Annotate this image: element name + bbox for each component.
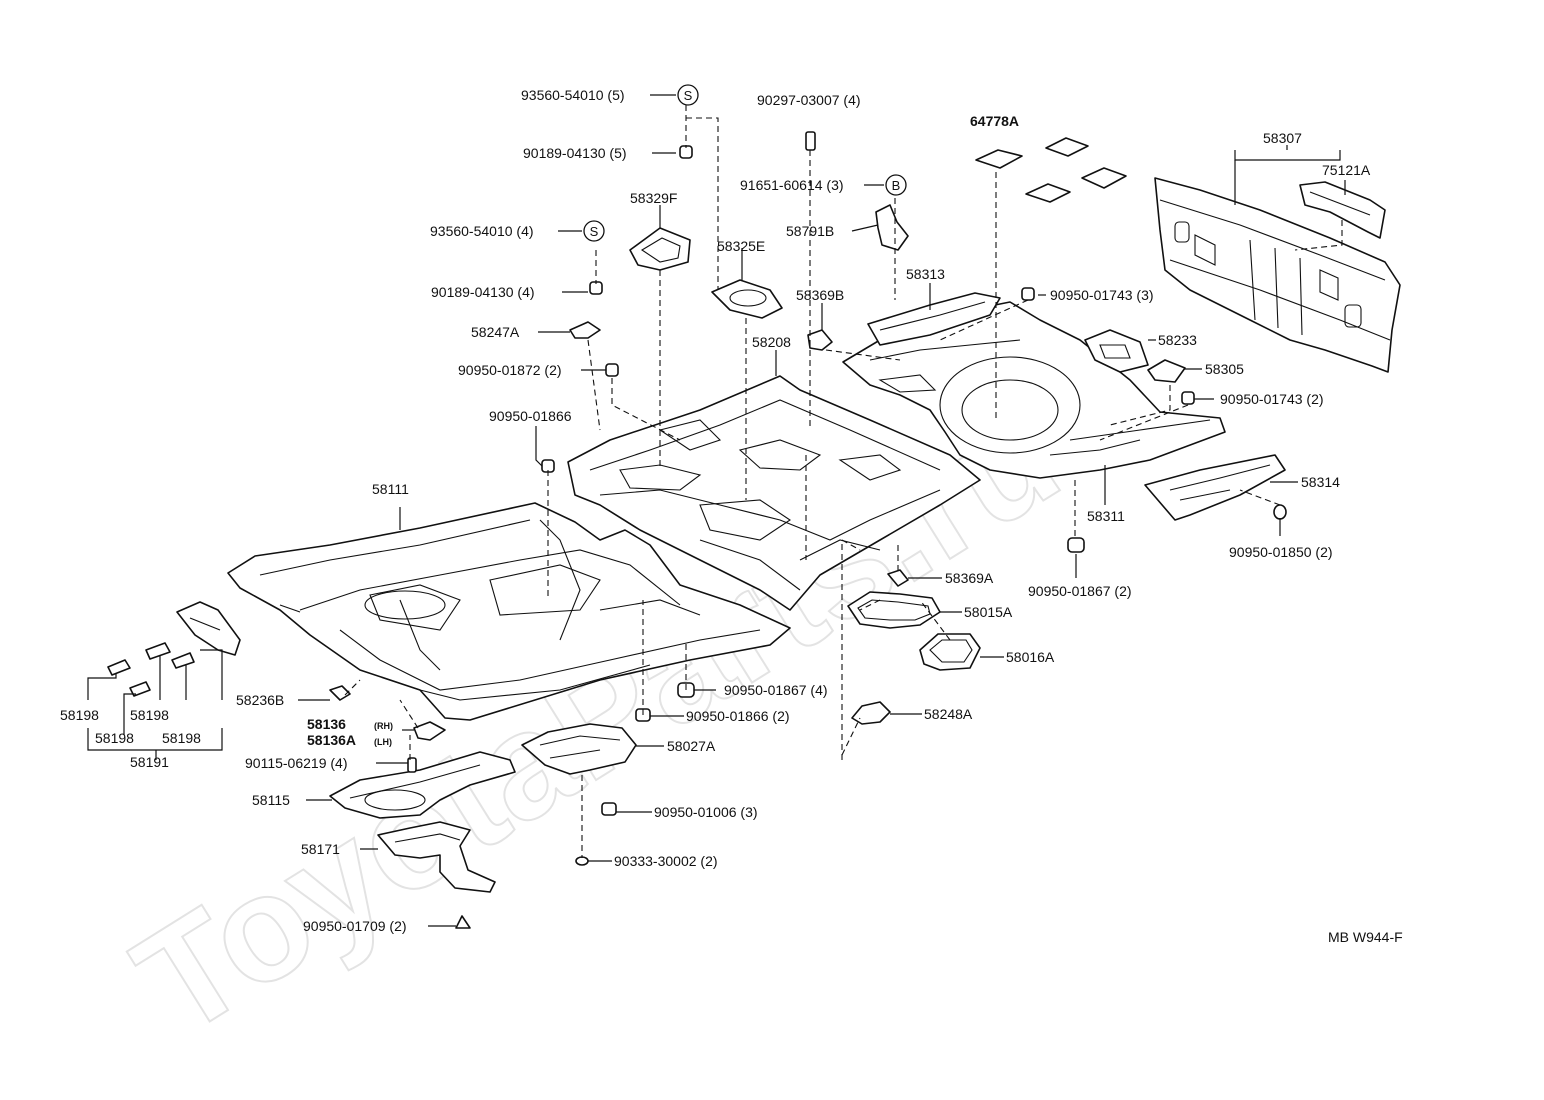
label-90950-01743-2[interactable]: 90950-01743 (2) [1220, 391, 1324, 407]
label-90189-04130-4[interactable]: 90189-04130 (4) [431, 284, 535, 300]
label-90950-01006[interactable]: 90950-01006 (3) [654, 804, 758, 820]
label-90189-04130-5[interactable]: 90189-04130 (5) [523, 145, 627, 161]
label-93560-54010-5[interactable]: 93560-54010 (5) [521, 87, 625, 103]
bracket-58136 [413, 721, 446, 741]
part-58027A [521, 723, 637, 775]
part-58233 [1084, 329, 1149, 373]
label-58136A[interactable]: 58136A [307, 732, 356, 748]
part-58314 [1144, 454, 1286, 521]
label-58208[interactable]: 58208 [752, 334, 791, 350]
label-58247A[interactable]: 58247A [471, 324, 520, 340]
label-58198-c[interactable]: 58198 [95, 730, 134, 746]
label-90297-03007[interactable]: 90297-03007 (4) [757, 92, 861, 108]
label-58369A[interactable]: 58369A [945, 570, 994, 586]
plate-58016A [919, 633, 981, 671]
circle-marker-s-mid: S [583, 220, 605, 242]
label-90950-01866-2[interactable]: 90950-01866 (2) [686, 708, 790, 724]
label-58015A[interactable]: 58015A [964, 604, 1013, 620]
plugs-58198 [107, 642, 195, 697]
label-90950-01866[interactable]: 90950-01866 [489, 408, 572, 424]
label-58313[interactable]: 58313 [906, 266, 945, 282]
leader-lines [87, 94, 1346, 927]
bracket-58236B [329, 685, 351, 701]
reinforcement-58313 [867, 292, 1001, 346]
label-58198-b[interactable]: 58198 [130, 707, 169, 723]
circle-marker-b: B [885, 174, 907, 196]
label-58311[interactable]: 58311 [1087, 508, 1125, 524]
circle-marker-s-top: S [677, 84, 699, 106]
label-58791B[interactable]: 58791B [786, 223, 834, 239]
label-91651-60614[interactable]: 91651-60614 (3) [740, 177, 844, 193]
rear-panel-58307 [1154, 177, 1401, 373]
label-58325E[interactable]: 58325E [717, 238, 765, 254]
brace-58171 [377, 821, 496, 893]
cover-58325E [711, 279, 783, 319]
pads-64778A [975, 137, 1127, 203]
svg-text:B: B [892, 178, 901, 193]
label-58236B[interactable]: 58236B [236, 692, 284, 708]
bracket-58247A [569, 321, 601, 339]
bracket-58791B [875, 204, 909, 251]
part-58305 [1147, 359, 1186, 383]
label-58248A[interactable]: 58248A [924, 706, 973, 722]
bracket-58369B [807, 329, 833, 351]
label-90950-01850[interactable]: 90950-01850 (2) [1229, 544, 1333, 560]
bracket-75121A [1299, 181, 1386, 239]
label-58111[interactable]: 58111 [372, 481, 409, 497]
rear-floor-pan-58208 [567, 375, 981, 611]
label-58314[interactable]: 58314 [1301, 474, 1340, 490]
label-90950-01867-4[interactable]: 90950-01867 (4) [724, 682, 828, 698]
label-90950-01872[interactable]: 90950-01872 (2) [458, 362, 562, 378]
label-90950-01867-2[interactable]: 90950-01867 (2) [1028, 583, 1132, 599]
label-58171[interactable]: 58171 [301, 841, 340, 857]
label-90950-01743-3[interactable]: 90950-01743 (3) [1050, 287, 1154, 303]
label-58305[interactable]: 58305 [1205, 361, 1244, 377]
label-58307[interactable]: 58307 [1263, 130, 1302, 146]
front-floor-pan-58111 [227, 502, 791, 721]
rear-floor-spare-well [842, 301, 1226, 479]
label-64778A[interactable]: 64778A [970, 113, 1019, 129]
label-58198-a[interactable]: 58198 [60, 707, 99, 723]
label-75121A[interactable]: 75121A [1322, 162, 1371, 178]
label-58136[interactable]: 58136 [307, 716, 346, 732]
label-rh: (RH) [374, 721, 393, 731]
label-58233[interactable]: 58233 [1158, 332, 1197, 348]
label-58369B[interactable]: 58369B [796, 287, 844, 303]
fasteners [407, 131, 1287, 929]
label-58198-d[interactable]: 58198 [162, 730, 201, 746]
label-90950-01709[interactable]: 90950-01709 (2) [303, 918, 407, 934]
dashed-guides [344, 105, 1343, 858]
label-90115-06219[interactable]: 90115-06219 (4) [245, 755, 347, 771]
bracket-58369A [887, 569, 909, 587]
bracket-58191 [176, 601, 241, 656]
label-58329F[interactable]: 58329F [630, 190, 677, 206]
cover-58329F [629, 227, 691, 271]
bracket-58248A [851, 701, 891, 725]
label-58115[interactable]: 58115 [252, 792, 290, 808]
diagram-code: MB W944-F [1328, 929, 1403, 945]
svg-text:S: S [590, 224, 599, 239]
label-lh: (LH) [374, 737, 392, 747]
label-58027A[interactable]: 58027A [667, 738, 716, 754]
label-93560-54010-4[interactable]: 93560-54010 (4) [430, 223, 534, 239]
label-58191[interactable]: 58191 [130, 754, 169, 770]
plate-58015A [847, 591, 941, 629]
label-90333-30002[interactable]: 90333-30002 (2) [614, 853, 718, 869]
part-labels: 93560-54010 (5) 90189-04130 (5) 93560-54… [60, 87, 1403, 945]
label-58016A[interactable]: 58016A [1006, 649, 1055, 665]
svg-text:S: S [684, 88, 693, 103]
